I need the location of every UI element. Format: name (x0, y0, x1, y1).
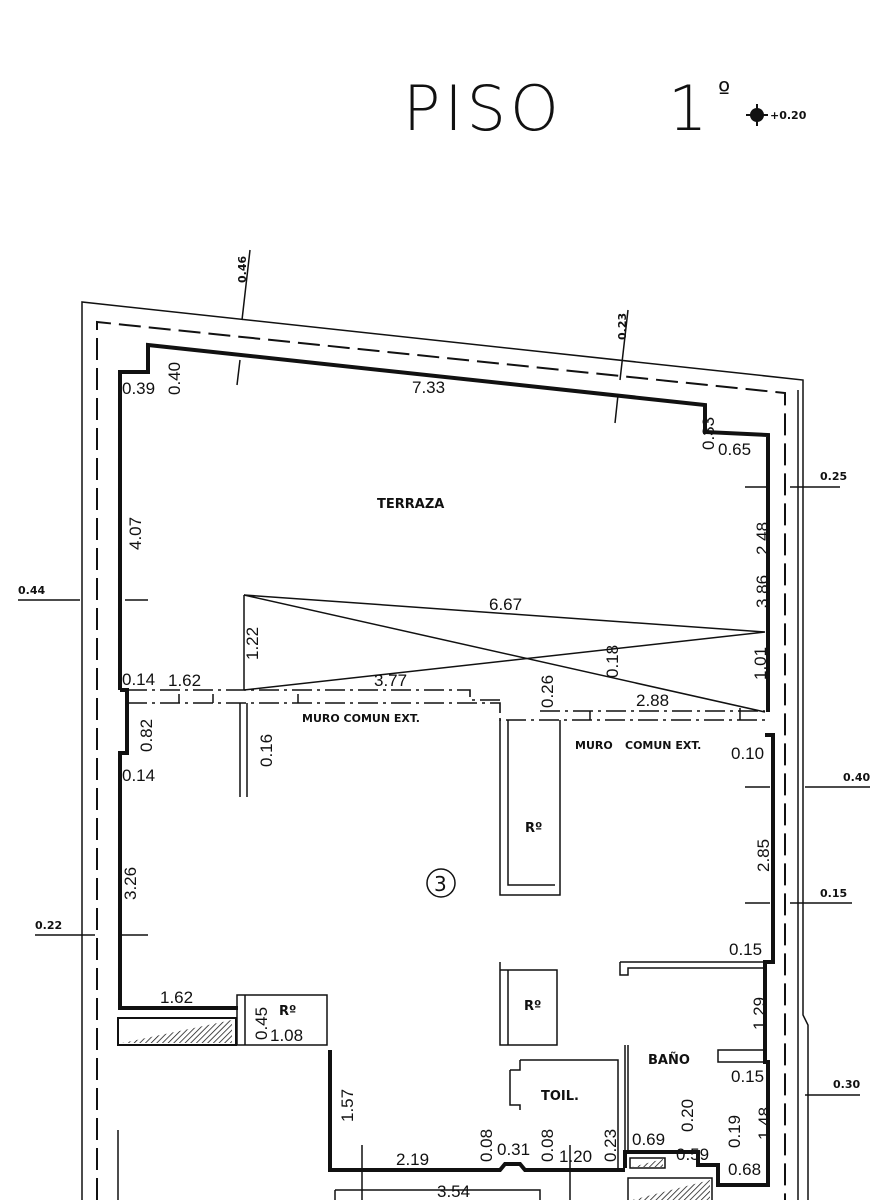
shaft-label-3: Rº (279, 1004, 296, 1019)
dim-0.14-b: 0.14 (122, 766, 155, 785)
void-cross (243, 594, 766, 713)
bath-fixture (717, 1049, 766, 1063)
level-text: +0.20 (770, 109, 807, 122)
dim-0.08-a: 0.08 (477, 1129, 496, 1162)
dim-0.15-b: 0.15 (729, 940, 762, 959)
bottom-wall (328, 1050, 625, 1172)
shaft-2 (499, 962, 558, 1046)
dim-0.45: 0.45 (252, 1007, 271, 1040)
dim-1.08: 1.08 (270, 1026, 303, 1045)
stair-hatch-1 (122, 1020, 232, 1043)
dim-0.39: 0.39 (122, 379, 155, 398)
dim-0.19: 0.19 (725, 1115, 744, 1148)
dim-0.30: 0.30 (833, 1078, 860, 1091)
degree-sign: º (718, 77, 730, 107)
plan-title: PISO (403, 72, 563, 145)
left-wall (118, 688, 238, 1010)
dim-2.19: 2.19 (396, 1150, 429, 1169)
outer-boundary (81, 301, 809, 1200)
dim-0.14-a: 0.14 (122, 670, 155, 689)
lower-walls (117, 1130, 541, 1200)
dim-0.46: 0.46 (236, 256, 249, 283)
dim-0.65: 0.65 (718, 440, 751, 459)
dim-3.86: 3.86 (753, 575, 772, 608)
dim-1.01: 1.01 (751, 647, 770, 680)
dim-0.68: 0.68 (728, 1160, 761, 1179)
dim-0.10: 0.10 (731, 744, 764, 763)
dim-0.44: 0.44 (18, 584, 45, 597)
dim-0.18: 0.18 (603, 645, 622, 678)
stair-3 (627, 1177, 713, 1200)
dim-0.40: 0.40 (165, 362, 184, 395)
dim-0.69: 0.69 (632, 1130, 665, 1149)
column-lines (239, 703, 248, 797)
dim-4.07: 4.07 (126, 517, 145, 550)
dim-0.15: 0.15 (820, 887, 847, 900)
dim-1.20: 1.20 (559, 1147, 592, 1166)
stair-1 (117, 1017, 237, 1046)
dim-2.85: 2.85 (754, 839, 773, 872)
common-wall-line-1 (127, 689, 500, 701)
dim-7.33: 7.33 (412, 378, 445, 397)
wall-ticks (178, 694, 741, 720)
dim-6.67: 6.67 (489, 595, 522, 614)
terrace-wall (118, 342, 770, 712)
property-line (96, 320, 786, 1200)
dim-0.82: 0.82 (137, 719, 156, 752)
dim-0.40: 0.40 (843, 771, 870, 784)
room-label-terraza: TERRAZA (377, 497, 444, 512)
dim-0.20: 0.20 (678, 1099, 697, 1132)
room-label-toil: TOIL. (541, 1089, 579, 1104)
dim-1.48: 1.48 (755, 1107, 774, 1140)
stair-2 (629, 1157, 666, 1169)
dim-2.88: 2.88 (636, 691, 669, 710)
common-wall-line-2 (127, 702, 765, 721)
dim-0.59: 0.59 (676, 1145, 709, 1164)
dim-0.33: 0.33 (699, 417, 718, 450)
dim-3.54: 3.54 (437, 1182, 470, 1200)
floor-number: 1 (668, 72, 707, 145)
dimension-leaders (18, 249, 870, 1200)
dim-0.15-c: 0.15 (731, 1067, 764, 1086)
toilet-walls (509, 1045, 629, 1170)
common-wall-label-2b: COMUN EXT. (625, 739, 701, 752)
common-wall-label-2a: MURO (575, 739, 613, 752)
dim-0.26: 0.26 (538, 675, 557, 708)
horizontal-dimensions: 0.39 7.33 0.65 6.67 0.14 1.62 3.77 2.88 … (122, 378, 764, 1200)
unit-marker (426, 868, 456, 898)
dim-1.22: 1.22 (243, 627, 262, 660)
right-wall (623, 733, 775, 1187)
dim-0.25: 0.25 (820, 470, 847, 483)
dim-0.16: 0.16 (257, 734, 276, 767)
dim-0.08-b: 0.08 (538, 1129, 557, 1162)
dim-1.29: 1.29 (750, 997, 769, 1030)
dim-1.62-a: 1.62 (168, 671, 201, 690)
dim-0.22: 0.22 (35, 919, 62, 932)
dim-3.77: 3.77 (374, 671, 407, 690)
level-marker-icon (746, 104, 768, 126)
dim-0.23-b: 0.23 (601, 1129, 620, 1162)
room-label-bano: BAÑO (648, 1052, 690, 1068)
dim-0.31: 0.31 (497, 1140, 530, 1159)
dim-1.57: 1.57 (338, 1089, 357, 1122)
shaft-label-1: Rº (525, 821, 542, 836)
dim-3.26: 3.26 (121, 867, 140, 900)
dim-1.62-b: 1.62 (160, 988, 193, 1007)
shaft-label-2: Rº (524, 999, 541, 1014)
common-wall-label-1: MURO COMUN EXT. (302, 712, 420, 725)
stair-hatch-2 (632, 1159, 663, 1167)
shaft-1 (499, 720, 561, 896)
dim-0.23: 0.23 (616, 313, 629, 340)
bath-wall (619, 961, 765, 976)
stair-hatch-3 (632, 1180, 710, 1200)
unit-number: 3 (434, 872, 447, 896)
vertical-dimensions: 0.40 0.33 4.07 2.48 3.86 1.22 1.01 0.18 … (121, 362, 774, 1162)
dim-2.48: 2.48 (753, 522, 772, 555)
